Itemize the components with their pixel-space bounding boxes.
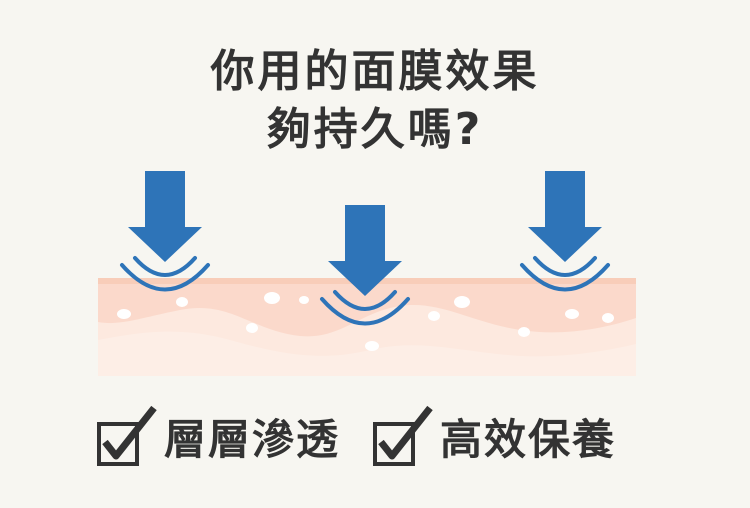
- feature-efficient-care: 高效保養: [372, 404, 616, 468]
- skin-layer: [98, 278, 636, 376]
- bubble: [518, 327, 530, 337]
- bubble: [246, 323, 258, 333]
- headline-line-1: 你用的面膜效果: [210, 46, 540, 97]
- bubble: [428, 311, 440, 321]
- ripple-icon: [120, 256, 210, 292]
- skin-bubbles: [117, 292, 614, 351]
- bubble: [176, 297, 188, 307]
- bubble: [602, 313, 614, 323]
- checkbox-checked-icon: [97, 405, 157, 466]
- feature-label: 層層滲透: [164, 414, 341, 464]
- bubble: [117, 309, 131, 319]
- bubble: [565, 309, 579, 319]
- bubble: [365, 341, 379, 351]
- bubble: [264, 292, 280, 304]
- arrow-down-icon: [128, 171, 202, 262]
- bubble: [454, 296, 470, 308]
- bubble: [299, 296, 309, 304]
- arrow-down-icon: [328, 205, 402, 296]
- feature-label: 高效保養: [440, 414, 617, 464]
- checkbox-checked-icon: [373, 405, 433, 466]
- ripple-icon: [520, 256, 610, 292]
- headline-line-2: 夠持久嗎?: [266, 104, 484, 155]
- feature-layered-penetration: 層層滲透: [96, 404, 340, 468]
- arrow-down-icon: [528, 171, 602, 262]
- ripple-icon: [320, 290, 410, 326]
